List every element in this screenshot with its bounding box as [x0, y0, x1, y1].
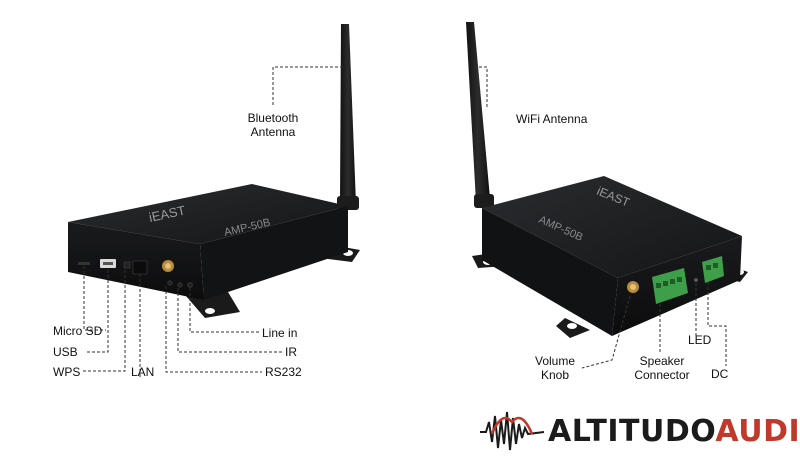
bluetooth-label-line1: Bluetooth: [247, 111, 299, 125]
micro-sd-slot: [78, 262, 90, 265]
logo-text: ALTITUDOAUDIO: [548, 414, 800, 449]
bluetooth-label-line2: Antenna: [250, 125, 296, 139]
ir-label: IR: [285, 345, 297, 359]
lan-label: LAN: [131, 365, 155, 379]
led-indicator: [694, 278, 698, 282]
left-device: iEAST AMP-50B: [68, 24, 360, 318]
leader-lines: [82, 66, 727, 378]
volume-label-line2: Knob: [540, 368, 570, 382]
logo-text-audio: AUDIO: [715, 414, 800, 449]
wifi-antenna-label: WiFi Antenna: [516, 112, 588, 126]
speaker-label-line1: Speaker: [639, 354, 685, 368]
volume-label-line1: Volume: [534, 354, 576, 368]
led-label: LED: [688, 333, 712, 347]
line-in-label: Line in: [262, 326, 298, 340]
altitudo-audio-logo: ALTITUDOAUDIO: [478, 408, 800, 454]
rs232-label: RS232: [265, 365, 302, 379]
left-device-side: [200, 206, 348, 300]
lan-port: [132, 260, 148, 275]
left-device-top: [68, 184, 348, 244]
volume-knob-label: Volume Knob: [527, 354, 583, 382]
wifi-antenna: [466, 22, 490, 202]
logo-waveform-icon: [480, 411, 545, 451]
bluetooth-antenna: [340, 24, 356, 204]
logo-text-altitudo: ALTITUDO: [548, 414, 716, 449]
line-in-jack: [187, 282, 193, 288]
wps-label: WPS: [53, 365, 81, 379]
right-device-left-face: [482, 208, 618, 336]
dc-connector: [702, 256, 724, 283]
dc-label: DC: [711, 367, 729, 381]
speaker-connector-label: Speaker Connector: [630, 354, 694, 382]
speaker-connector: [652, 268, 688, 304]
wps-button: [123, 261, 131, 269]
bluetooth-antenna-label: Bluetooth Antenna: [238, 111, 308, 139]
micro-sd-label: Micro SD: [53, 324, 103, 338]
right-device: iEAST AMP-50B: [466, 22, 748, 338]
usb-label: USB: [53, 345, 78, 359]
right-device-top: [482, 176, 742, 278]
speaker-label-line2: Connector: [634, 368, 690, 382]
